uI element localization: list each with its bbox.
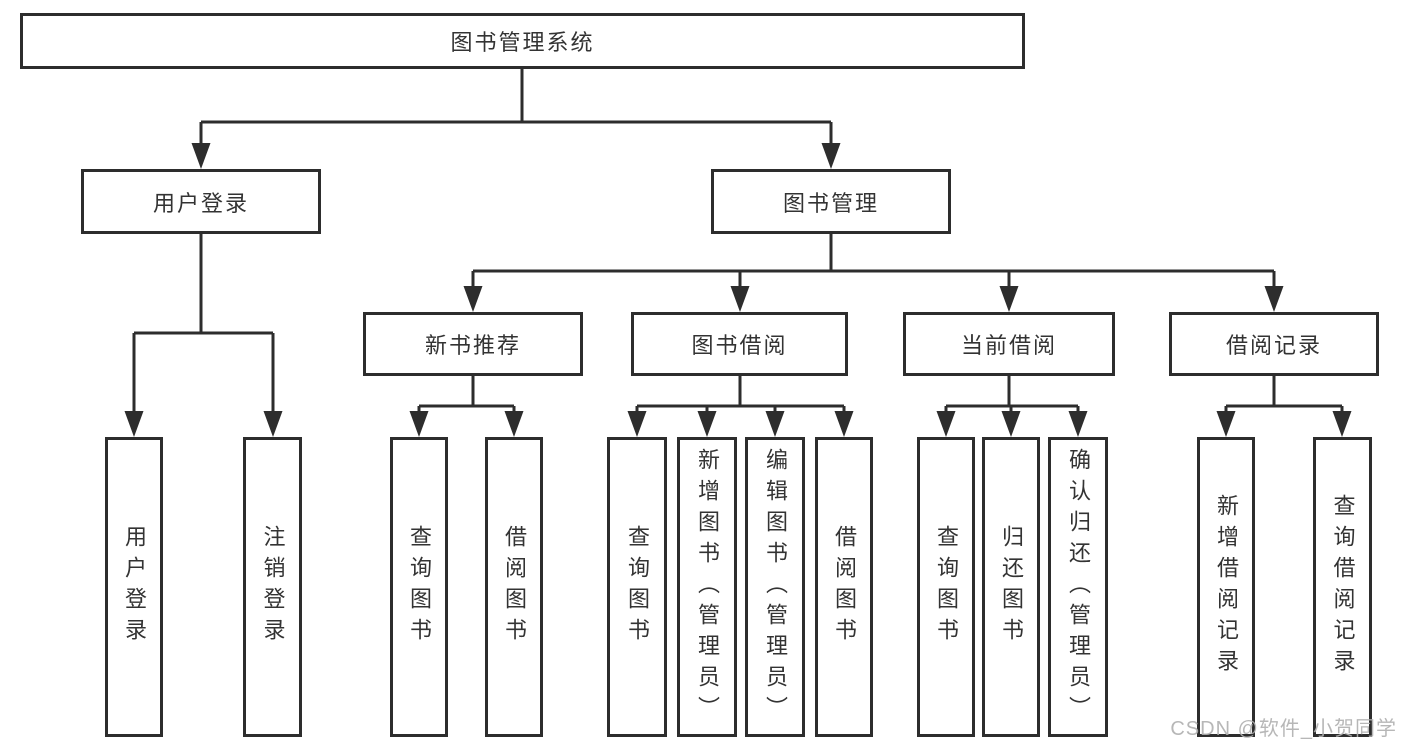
node-current-borrowing-label: 当前借阅 bbox=[960, 333, 1057, 358]
leaf-borrow-books-borrow: 借阅图书 bbox=[815, 437, 873, 737]
node-book-borrowing-label: 图书借阅 bbox=[691, 333, 788, 358]
leaf-return-book: 归还图书 bbox=[982, 437, 1040, 737]
leaf-edit-book-admin: 编辑图书（管理员） bbox=[745, 437, 805, 737]
leaf-query-books-newbook-label: 查询图书 bbox=[407, 525, 432, 649]
leaf-return-book-label: 归还图书 bbox=[999, 525, 1024, 649]
node-borrow-records-label: 借阅记录 bbox=[1225, 333, 1322, 358]
leaf-add-book-admin: 新增图书（管理员） bbox=[677, 437, 737, 737]
leaf-query-books-newbook: 查询图书 bbox=[390, 437, 448, 737]
node-new-book-recommend: 新书推荐 bbox=[363, 312, 583, 376]
node-book-management: 图书管理 bbox=[711, 169, 951, 234]
leaf-query-books-borrow-label: 查询图书 bbox=[625, 525, 650, 649]
leaf-query-books-borrow: 查询图书 bbox=[607, 437, 667, 737]
leaf-borrow-books-borrow-label: 借阅图书 bbox=[832, 525, 857, 649]
node-root: 图书管理系统 bbox=[20, 13, 1025, 69]
leaf-add-borrow-record: 新增借阅记录 bbox=[1197, 437, 1255, 737]
leaf-borrow-books-newbook-label: 借阅图书 bbox=[502, 525, 527, 649]
leaf-query-borrow-record: 查询借阅记录 bbox=[1313, 437, 1372, 737]
node-new-book-recommend-label: 新书推荐 bbox=[424, 333, 521, 358]
node-borrow-records: 借阅记录 bbox=[1169, 312, 1379, 376]
leaf-confirm-return-admin-label: 确认归还（管理员） bbox=[1066, 447, 1091, 727]
csdn-watermark: CSDN @软件_小贺同学 bbox=[1170, 718, 1397, 740]
leaf-add-borrow-record-label: 新增借阅记录 bbox=[1214, 494, 1239, 680]
leaf-logout-label: 注销登录 bbox=[260, 525, 286, 649]
leaf-logout: 注销登录 bbox=[243, 437, 302, 737]
leaf-query-books-current: 查询图书 bbox=[917, 437, 975, 737]
leaf-query-books-current-label: 查询图书 bbox=[934, 525, 959, 649]
connector-lines bbox=[132, 69, 1344, 414]
node-root-label: 图书管理系统 bbox=[450, 30, 595, 55]
leaf-confirm-return-admin: 确认归还（管理员） bbox=[1048, 437, 1108, 737]
node-current-borrowing: 当前借阅 bbox=[903, 312, 1115, 376]
node-book-borrowing: 图书借阅 bbox=[631, 312, 848, 376]
node-user-login-label: 用户登录 bbox=[152, 190, 249, 216]
node-book-management-label: 图书管理 bbox=[782, 190, 879, 216]
arrowhead-icons bbox=[124, 143, 1352, 437]
leaf-user-login-label: 用户登录 bbox=[122, 525, 147, 649]
leaf-user-login: 用户登录 bbox=[105, 437, 163, 737]
node-user-login: 用户登录 bbox=[81, 169, 321, 234]
leaf-add-book-admin-label: 新增图书（管理员） bbox=[695, 447, 720, 727]
leaf-borrow-books-newbook: 借阅图书 bbox=[485, 437, 543, 737]
leaf-query-borrow-record-label: 查询借阅记录 bbox=[1330, 494, 1356, 680]
leaf-edit-book-admin-label: 编辑图书（管理员） bbox=[763, 447, 788, 727]
